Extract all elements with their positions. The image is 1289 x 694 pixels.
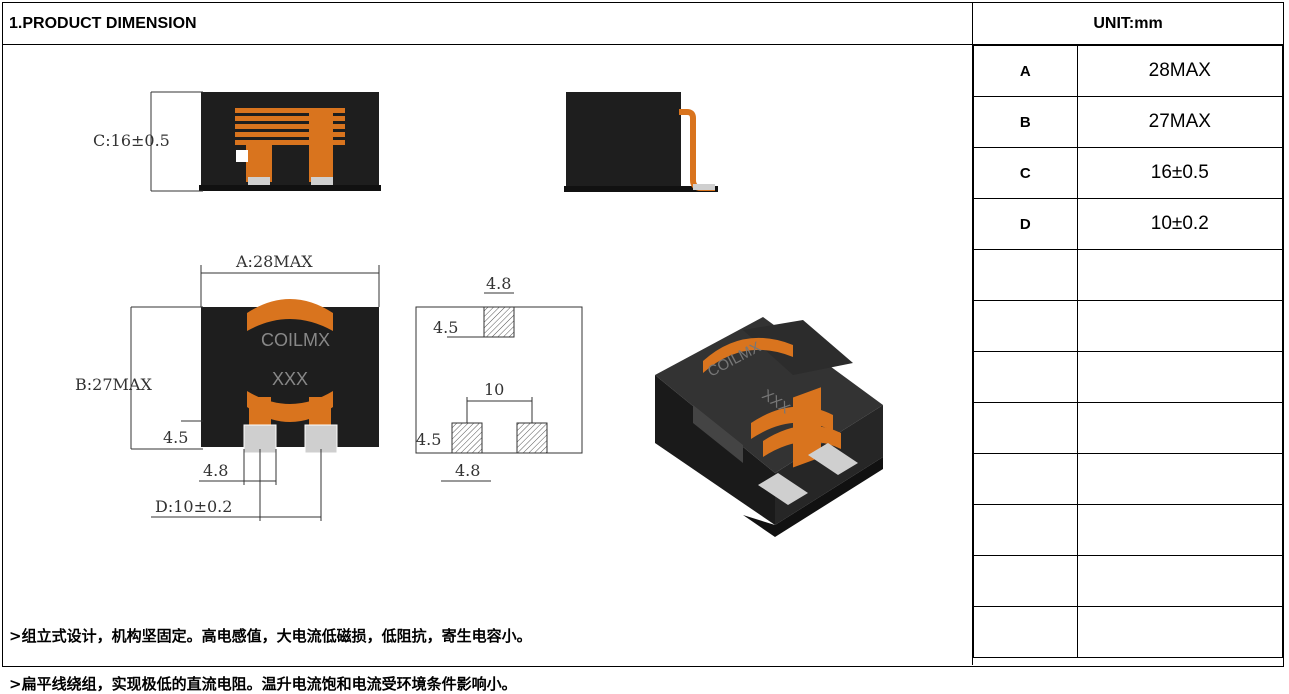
- dimension-row: [973, 351, 1284, 403]
- dimension-row: [973, 555, 1284, 607]
- dimension-b-label: B:27MAX: [75, 375, 152, 394]
- dimension-key: [973, 504, 1078, 556]
- dimension-key: [973, 606, 1078, 658]
- dimension-value: [1076, 453, 1284, 505]
- pad-height-label-top: 4.5: [433, 318, 458, 337]
- unit-label: UNIT:mm: [973, 3, 1283, 45]
- dimension-value: [1076, 504, 1284, 556]
- dimension-key: A: [973, 45, 1078, 97]
- dimension-a-label: A:28MAX: [235, 252, 313, 271]
- dimension-row: [973, 606, 1284, 658]
- dimension-value: [1076, 555, 1284, 607]
- dimension-key: B: [973, 96, 1078, 148]
- dimension-value: [1076, 402, 1284, 454]
- dimension-key: [973, 351, 1078, 403]
- dimension-value: 27MAX: [1076, 96, 1284, 148]
- dimension-value: [1076, 606, 1284, 658]
- terminal-height-label: 4.5: [163, 428, 188, 447]
- pad-width-label-top: 4.8: [486, 274, 511, 293]
- pad-width-label-bottom: 4.8: [455, 461, 480, 480]
- dimension-key: [973, 402, 1078, 454]
- dimension-row: [973, 453, 1284, 505]
- feature-note-1: >组立式设计，机构坚固定。高电感值，大电流低磁损，低阻抗，寄生电容小。: [9, 627, 532, 645]
- marking-code: XXX: [272, 369, 308, 389]
- dimension-row: [973, 300, 1284, 352]
- dimension-key: [973, 453, 1078, 505]
- dimension-c-label: C:16±0.5: [93, 131, 170, 150]
- dimension-row: [973, 504, 1284, 556]
- terminal-width-label: 4.8: [203, 461, 228, 480]
- section-title: 1.PRODUCT DIMENSION: [3, 3, 973, 45]
- dimension-key: [973, 555, 1078, 607]
- side-view: [564, 92, 718, 192]
- pad-height-label-bottom: 4.5: [416, 430, 441, 449]
- land-pattern: 4.8 4.5 10 4.5 4.8: [415, 274, 583, 482]
- dimension-key: C: [973, 147, 1078, 199]
- dimension-value: 10±0.2: [1076, 198, 1284, 250]
- front-view: C:16±0.5: [93, 91, 381, 192]
- dimension-value: 16±0.5: [1076, 147, 1284, 199]
- dimension-row: [973, 249, 1284, 301]
- dimension-key: [973, 249, 1078, 301]
- dimension-value: 28MAX: [1076, 45, 1284, 97]
- marking-brand: COILMX: [261, 330, 330, 350]
- drawing-svg: C:16±0.5 A:28MAX COILMX: [75, 91, 883, 537]
- feature-note-2: >扁平线绕组，实现极低的直流电阻。温升电流饱和电流受环境条件影响小。: [9, 675, 517, 693]
- dimension-value: [1076, 300, 1284, 352]
- dimension-key: D: [973, 198, 1078, 250]
- dimension-row: [973, 402, 1284, 454]
- dimension-key: [973, 300, 1078, 352]
- dimension-value: [1076, 351, 1284, 403]
- dimension-d-label: D:10±0.2: [155, 497, 232, 516]
- isometric-view: COILMX XXX: [655, 317, 883, 537]
- top-view: A:28MAX COILMX XXX B:27MAX 4.5 4.8: [75, 252, 380, 521]
- pad-spacing-label: 10: [484, 380, 504, 399]
- dimension-drawing: C:16±0.5 A:28MAX COILMX: [3, 45, 973, 693]
- dimension-value: [1076, 249, 1284, 301]
